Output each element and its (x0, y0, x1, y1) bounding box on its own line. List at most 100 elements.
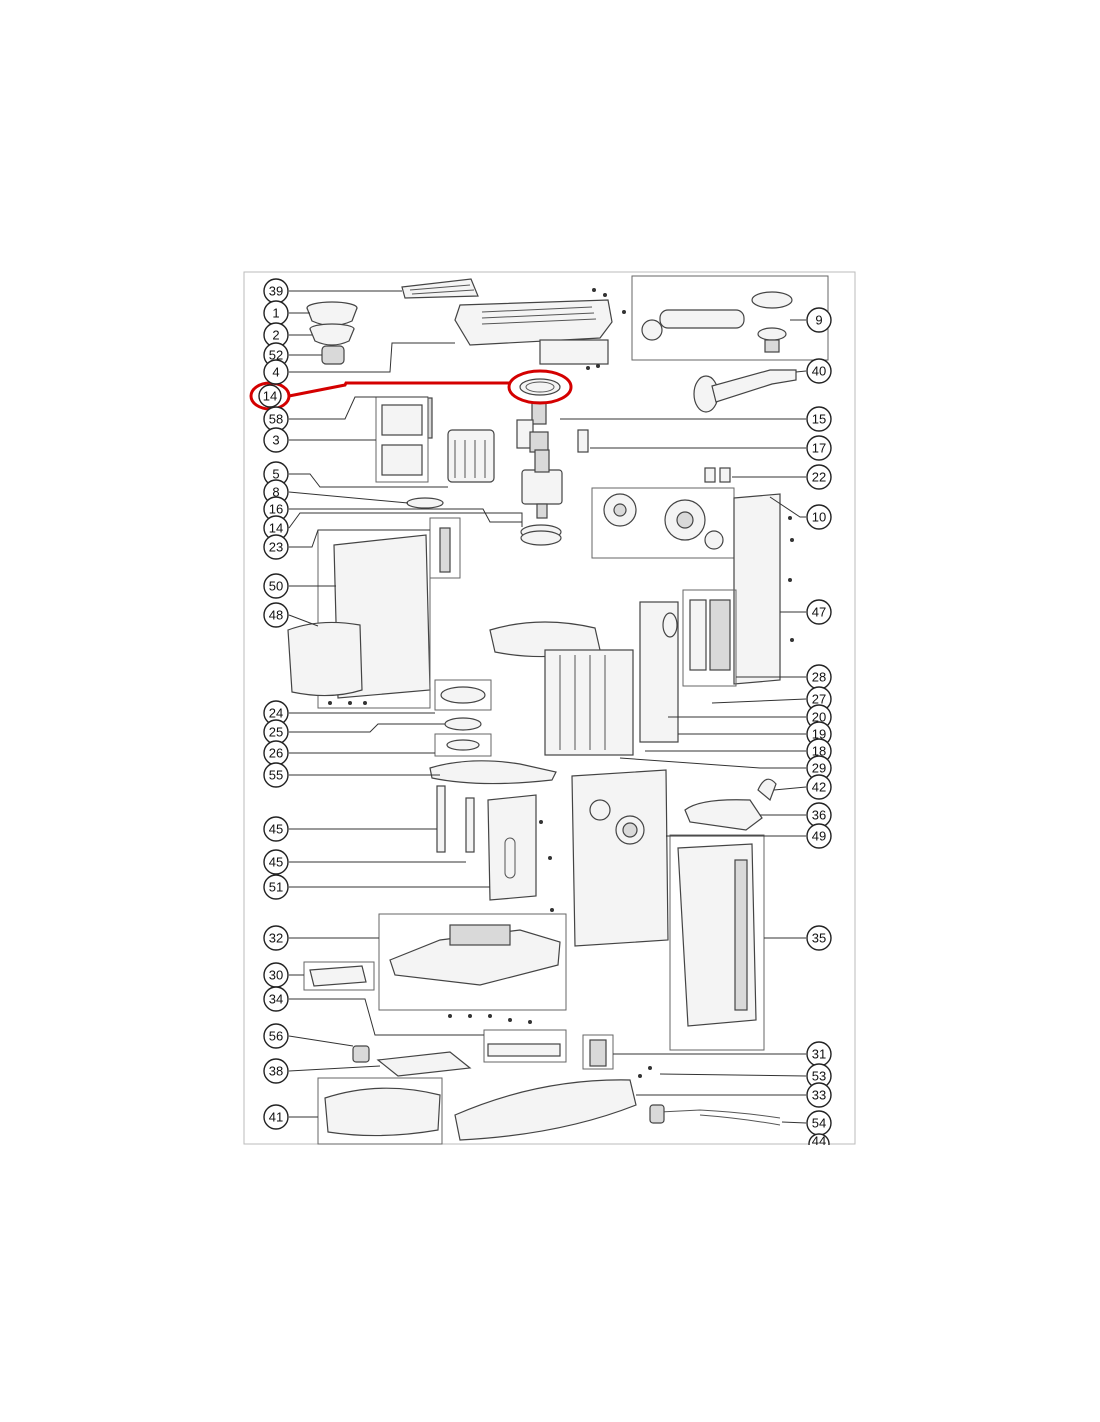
callout-31: 31 (806, 1041, 832, 1067)
part-frame-chassis (489, 621, 634, 756)
part-58-rod (427, 397, 433, 439)
part-39-grid (401, 278, 479, 299)
part-42-knob (757, 778, 777, 802)
callout-38: 38 (263, 1058, 289, 1084)
part-40-handle (693, 369, 797, 413)
callout-28: 28 (806, 664, 832, 690)
leader-lines (288, 290, 807, 1124)
part-35-water-tank (669, 834, 765, 1051)
callout-14-highlighted: 14 (258, 384, 282, 408)
part-55-drip-plate (429, 760, 557, 785)
svg-text:26: 26 (269, 746, 283, 761)
callout-33: 33 (806, 1082, 832, 1108)
svg-text:30: 30 (269, 968, 283, 983)
svg-text:27: 27 (812, 692, 826, 707)
svg-text:45: 45 (269, 822, 283, 837)
svg-text:36: 36 (812, 808, 826, 823)
part-9-portafilter-frame (631, 275, 829, 361)
callout-34: 34 (263, 986, 289, 1012)
svg-text:24: 24 (269, 706, 283, 721)
svg-text:15: 15 (812, 412, 826, 427)
svg-text:41: 41 (269, 1110, 283, 1125)
part-2-filter (309, 323, 355, 346)
part-48-front-cover (287, 621, 363, 697)
part-34-screws (483, 1029, 567, 1063)
callout-45-second: 45 (263, 849, 289, 875)
svg-text:18: 18 (812, 744, 826, 759)
part-5-boiler (447, 429, 495, 483)
callout-49: 49 (806, 823, 832, 849)
callout-25: 25 (263, 719, 289, 745)
part-33-base-tray (454, 1079, 637, 1141)
svg-text:39: 39 (269, 284, 283, 299)
part-41-drip-tray (317, 1077, 443, 1145)
svg-text:52: 52 (269, 348, 283, 363)
callout-47: 47 (806, 599, 832, 625)
svg-text:50: 50 (269, 579, 283, 594)
callout-41: 41 (263, 1104, 289, 1130)
callout-51: 51 (263, 874, 289, 900)
callout-24: 24 (263, 700, 289, 726)
svg-text:2: 2 (272, 328, 279, 343)
callout-17: 17 (806, 435, 832, 461)
callout-10: 10 (806, 504, 832, 530)
highlight-connector (288, 381, 509, 398)
callout-50: 50 (263, 573, 289, 599)
callout-26: 26 (263, 740, 289, 766)
svg-text:44: 44 (812, 1134, 826, 1149)
svg-text:49: 49 (812, 829, 826, 844)
part-47-side-panel (682, 493, 781, 687)
svg-text:53: 53 (812, 1069, 826, 1084)
svg-text:19: 19 (812, 727, 826, 742)
part-56-cup (352, 1045, 370, 1063)
callout-16: 16 (263, 496, 289, 522)
callout-23: 23 (263, 534, 289, 560)
svg-text:4: 4 (272, 365, 279, 380)
svg-text:48: 48 (269, 608, 283, 623)
callout-48: 48 (263, 602, 289, 628)
svg-text:8: 8 (272, 485, 279, 500)
part-31-assembly (582, 1034, 614, 1070)
svg-text:10: 10 (812, 510, 826, 525)
part-22-clips (704, 467, 731, 483)
svg-text:9: 9 (815, 313, 822, 328)
svg-text:14: 14 (269, 521, 283, 536)
part-52-insert (321, 345, 345, 365)
part-25-gasket (444, 717, 482, 731)
svg-text:38: 38 (269, 1064, 283, 1079)
callout-35: 35 (806, 925, 832, 951)
part-16-pump (521, 449, 563, 519)
screws (328, 288, 794, 1078)
part-14-gasket-bottom (520, 524, 562, 546)
sheet-bottom-mask (800, 1145, 840, 1165)
callout-56: 56 (263, 1023, 289, 1049)
highlight-circle-gasket (507, 369, 573, 405)
svg-text:3: 3 (272, 433, 279, 448)
svg-text:31: 31 (812, 1047, 826, 1062)
svg-text:45: 45 (269, 855, 283, 870)
callout-9: 9 (806, 307, 832, 333)
svg-text:55: 55 (269, 768, 283, 783)
part-49-front-panel (571, 769, 669, 947)
part-15-valve (516, 401, 549, 453)
callout-54: 54 (806, 1110, 832, 1136)
callout-55: 55 (263, 762, 289, 788)
svg-text:16: 16 (269, 502, 283, 517)
svg-text:34: 34 (269, 992, 283, 1007)
svg-text:20: 20 (812, 710, 826, 725)
svg-text:14: 14 (263, 389, 277, 404)
part-26-ring (434, 733, 492, 757)
svg-text:1: 1 (272, 306, 279, 321)
svg-text:33: 33 (812, 1088, 826, 1103)
callout-30: 30 (263, 962, 289, 988)
callout-58: 58 (263, 406, 289, 432)
svg-text:28: 28 (812, 670, 826, 685)
svg-text:23: 23 (269, 540, 283, 555)
svg-text:5: 5 (272, 467, 279, 482)
part-24-ring (434, 679, 492, 711)
part-30-piece (303, 961, 375, 991)
svg-text:25: 25 (269, 725, 283, 740)
part-14-gasket-top (519, 378, 561, 396)
svg-text:47: 47 (812, 605, 826, 620)
callout-15: 15 (806, 406, 832, 432)
